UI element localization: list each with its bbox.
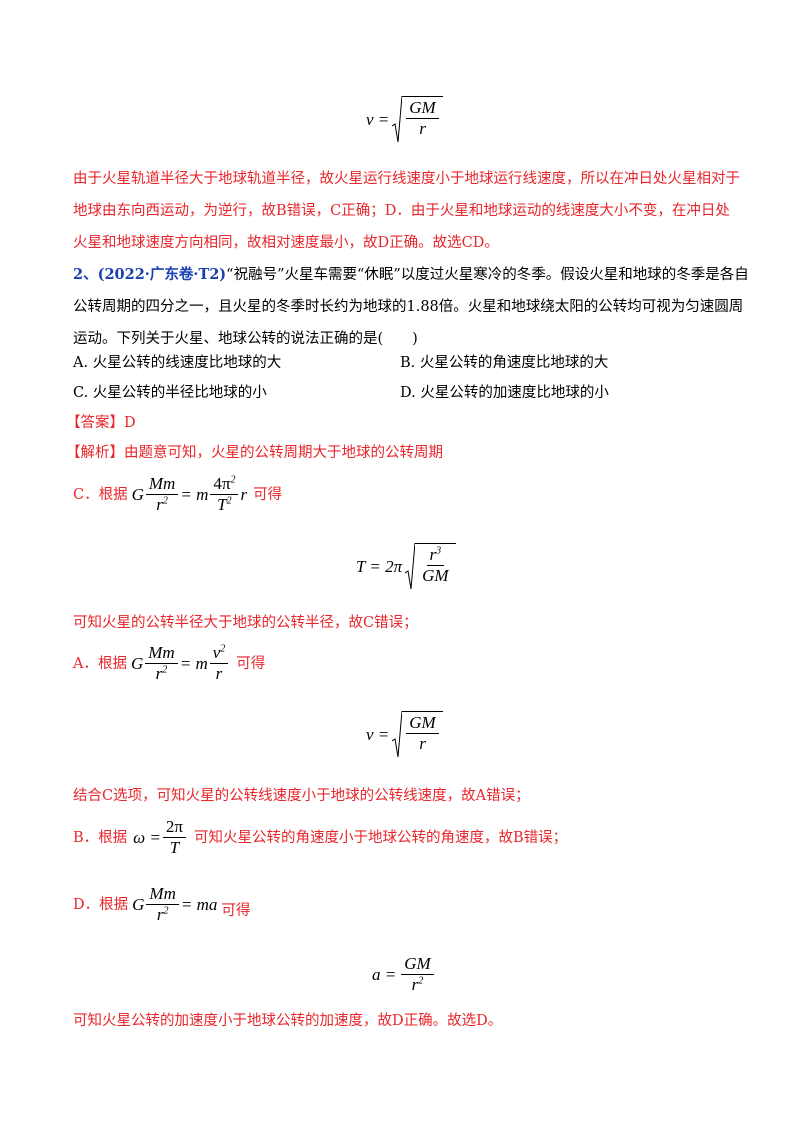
fraction-denominator: T	[169, 838, 180, 857]
question-text: “祝融号”火星车需要“休眠”以度过火星寒冷的冬季。假设火星和地球的冬季是各自	[226, 267, 749, 283]
answer-line: 【答案】D	[66, 415, 136, 431]
fraction-denominator: GM	[422, 566, 449, 585]
text-line: 火星和地球速度方向相同，故相对速度最小，故D正确。故选CD。	[73, 235, 499, 251]
question-text: 运动。下列关于火星、地球公转的说法正确的是( )	[73, 331, 418, 347]
formula-lhs: T = 2π	[356, 557, 403, 576]
formula-prefix: B．根据	[73, 829, 128, 846]
formula-suffix: 可知火星公转的角速度小于地球公转的角速度，故B错误；	[193, 829, 568, 846]
fraction-numerator: GM	[406, 99, 439, 119]
analysis-label: 【解析】	[66, 445, 124, 461]
question-text: 公转周期的四分之一，且火星的冬季时长约为地球的1.88倍。火星和地球绕太阳的公转…	[73, 299, 744, 315]
conclusion-a: 结合C选项，可知火星的公转线速度小于地球的公转线速度，故A错误；	[73, 788, 530, 804]
option-d: D. 火星公转的加速度比地球的小	[400, 385, 609, 401]
formula-equals: = m	[179, 653, 208, 673]
option-a: A. 火星公转的线速度比地球的大	[73, 355, 282, 371]
conclusion-d: 可知火星公转的加速度小于地球公转的加速度，故D正确。故选D。	[73, 1013, 503, 1029]
fraction-numerator: Mm	[145, 475, 179, 495]
fraction-denominator: T	[217, 495, 227, 514]
fraction-numerator: Mm	[146, 885, 179, 905]
formula-suffix: 可得	[253, 486, 283, 503]
conclusion-c: 可知火星的公转半径大于地球的公转半径，故C错误；	[73, 615, 418, 631]
formula-equals: = m	[180, 484, 209, 504]
fraction-denominator: r	[156, 905, 164, 924]
superscript: 2	[226, 495, 232, 507]
formula-suffix: 可得	[221, 902, 251, 919]
fraction-denominator: r	[155, 664, 163, 683]
formula-lhs: ω =	[133, 827, 161, 847]
superscript: 2	[163, 905, 169, 917]
superscript: 3	[436, 545, 442, 557]
text-line: 地球由东向西运动，为逆行，故B错误，C正确；D．由于火星和地球运动的线速度大小不…	[73, 203, 730, 219]
formula-lhs: v =	[366, 725, 390, 744]
question-2: 2、(2022·广东卷·T2)“祝融号”火星车需要“休眠”以度过火星寒冷的冬季。…	[73, 264, 749, 350]
formula-prefix: C．根据	[73, 486, 128, 503]
fraction-numerator: GM	[401, 955, 434, 975]
text-line: 由于火星轨道半径大于地球轨道半径，故火星运行线速度小于地球运行线速度，所以在冲日…	[73, 171, 740, 187]
formula-equals: = ma	[180, 894, 218, 914]
explanation-paragraph-1: 由于火星轨道半径大于地球轨道半径，故火星运行线速度小于地球运行线速度，所以在冲日…	[73, 168, 740, 254]
constant-g: G	[130, 653, 144, 673]
fraction-numerator: v	[212, 643, 221, 662]
fraction-denominator: r	[419, 734, 426, 753]
superscript: 2	[162, 495, 168, 507]
analysis-line: 【解析】由题意可知，火星的公转周期大于地球的公转周期	[66, 442, 443, 464]
constant-g: G	[131, 484, 144, 504]
question-source: (2022·广东卷·T2)	[97, 266, 227, 283]
fraction-denominator: r	[411, 975, 419, 994]
formula-suffix: 可得	[236, 655, 266, 672]
fraction-numerator: 2π	[162, 818, 186, 838]
option-b: B. 火星公转的角速度比地球的大	[400, 355, 609, 371]
fraction-numerator: r	[429, 545, 437, 564]
fraction-numerator: Mm	[145, 644, 178, 664]
formula-tail: r	[240, 484, 248, 504]
fraction-numerator: 4π	[213, 474, 231, 493]
fraction-denominator: r	[156, 495, 163, 514]
formula-lhs: v =	[366, 110, 390, 129]
option-c: C. 火星公转的半径比地球的小	[73, 385, 267, 401]
formula-prefix: D．根据	[73, 896, 129, 913]
fraction-numerator: GM	[406, 714, 439, 734]
fraction-denominator: r	[215, 664, 223, 683]
superscript: 2	[220, 643, 226, 655]
question-number: 2、	[73, 266, 98, 283]
analysis-text: 由题意可知，火星的公转周期大于地球的公转周期	[124, 445, 443, 461]
constant-g: G	[132, 894, 145, 914]
superscript: 2	[230, 474, 236, 486]
superscript: 2	[162, 664, 168, 676]
superscript: 2	[418, 975, 424, 987]
fraction-denominator: r	[419, 119, 426, 138]
formula-prefix: A．根据	[73, 655, 127, 672]
formula-lhs: a =	[372, 964, 397, 984]
